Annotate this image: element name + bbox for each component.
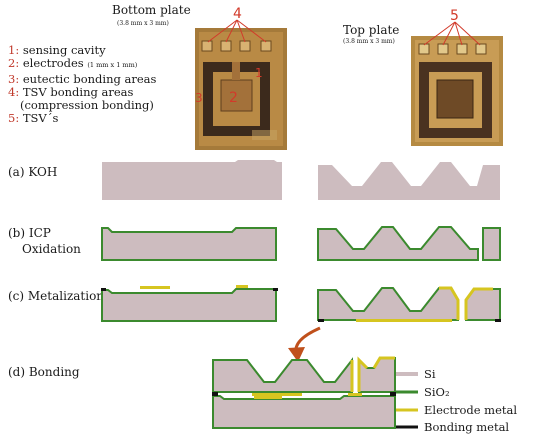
- feature-legend: 1: sensing cavity 2: electrodes (1 mm x …: [8, 43, 157, 126]
- step-bonding-label: (d) Bonding: [8, 365, 80, 379]
- material-electrode-label: Electrode metal: [424, 403, 518, 417]
- top-plate-size: (3.8 mm x 3 mm): [343, 38, 395, 45]
- top-plate-annotations: [423, 21, 481, 46]
- material-bonding-label: Bonding metal: [424, 420, 510, 434]
- annot-1: 1: [255, 66, 263, 80]
- step-koh-label: (a) KOH: [8, 165, 58, 179]
- material-si-label: Si: [424, 367, 436, 381]
- metal-bottom-wafer: [101, 285, 278, 322]
- koh-bottom-wafer: [102, 160, 282, 200]
- top-plate-photo: [411, 36, 503, 146]
- top-plate-title: Top plate: [343, 23, 400, 37]
- material-oxide-label: SiO₂: [424, 385, 450, 399]
- legend-item-2: 2: electrodes (1 mm x 1 mm): [8, 56, 138, 71]
- legend-item-5: 5: TSV´s: [8, 111, 59, 126]
- bonded-stack: [212, 356, 396, 429]
- legend-item-4b: (compression bonding): [20, 98, 154, 113]
- legend-item-3: 3: eutectic bonding areas: [8, 71, 157, 86]
- step-metalization-label: (c) Metalization: [8, 289, 105, 303]
- koh-top-wafer: [318, 162, 500, 200]
- bottom-plate-photo: [195, 28, 287, 150]
- step-icp-label: (b) ICP: [8, 226, 51, 240]
- icp-bottom-wafer: [101, 227, 277, 261]
- legend-item-4: 4: TSV bonding areas: [8, 84, 134, 99]
- step-oxidation-label: Oxidation: [22, 242, 81, 256]
- annot-2: 2: [229, 90, 238, 106]
- bottom-plate-title: Bottom plate: [112, 3, 191, 17]
- annot-5: 5: [450, 8, 459, 24]
- bottom-plate-size: (3.8 mm x 3 mm): [117, 20, 169, 27]
- arrow-head: [288, 347, 305, 362]
- metal-top-wafer: [317, 286, 501, 322]
- icp-top-wafer: [317, 226, 501, 261]
- annot-4: 4: [233, 6, 242, 22]
- legend-item-1: 1: sensing cavity: [8, 43, 106, 57]
- annot-3: 3: [195, 91, 203, 105]
- bottom-plate-annotations: [207, 19, 267, 43]
